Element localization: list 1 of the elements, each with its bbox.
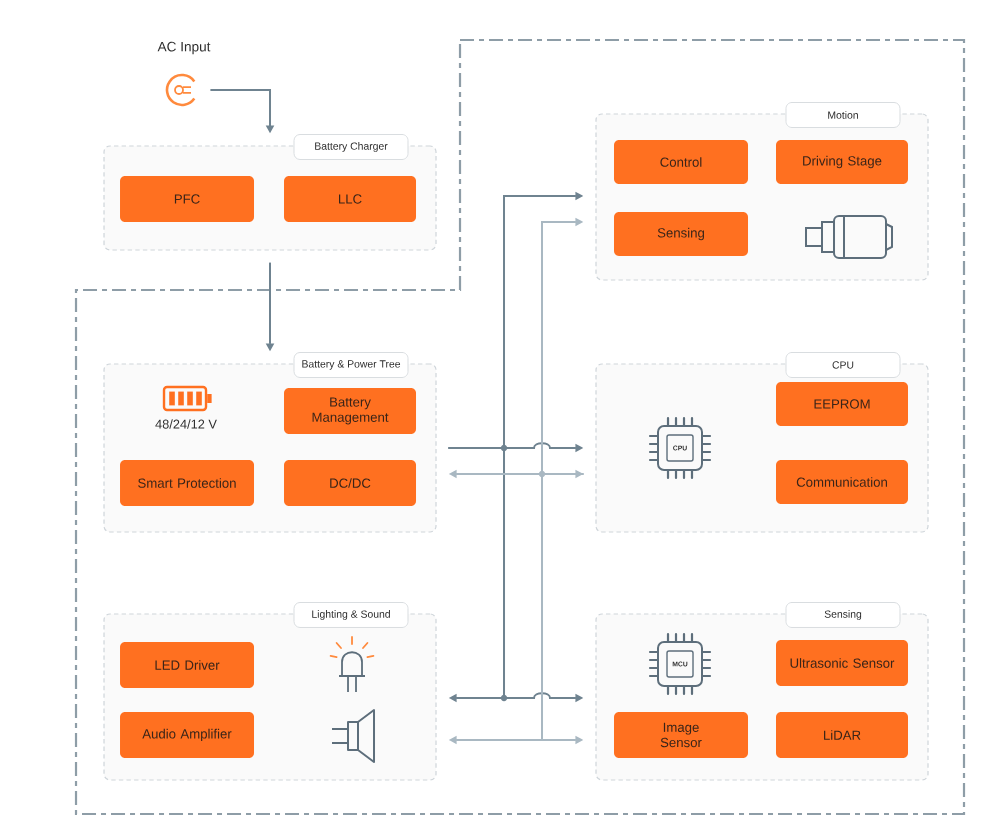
plug-icon <box>165 73 196 107</box>
